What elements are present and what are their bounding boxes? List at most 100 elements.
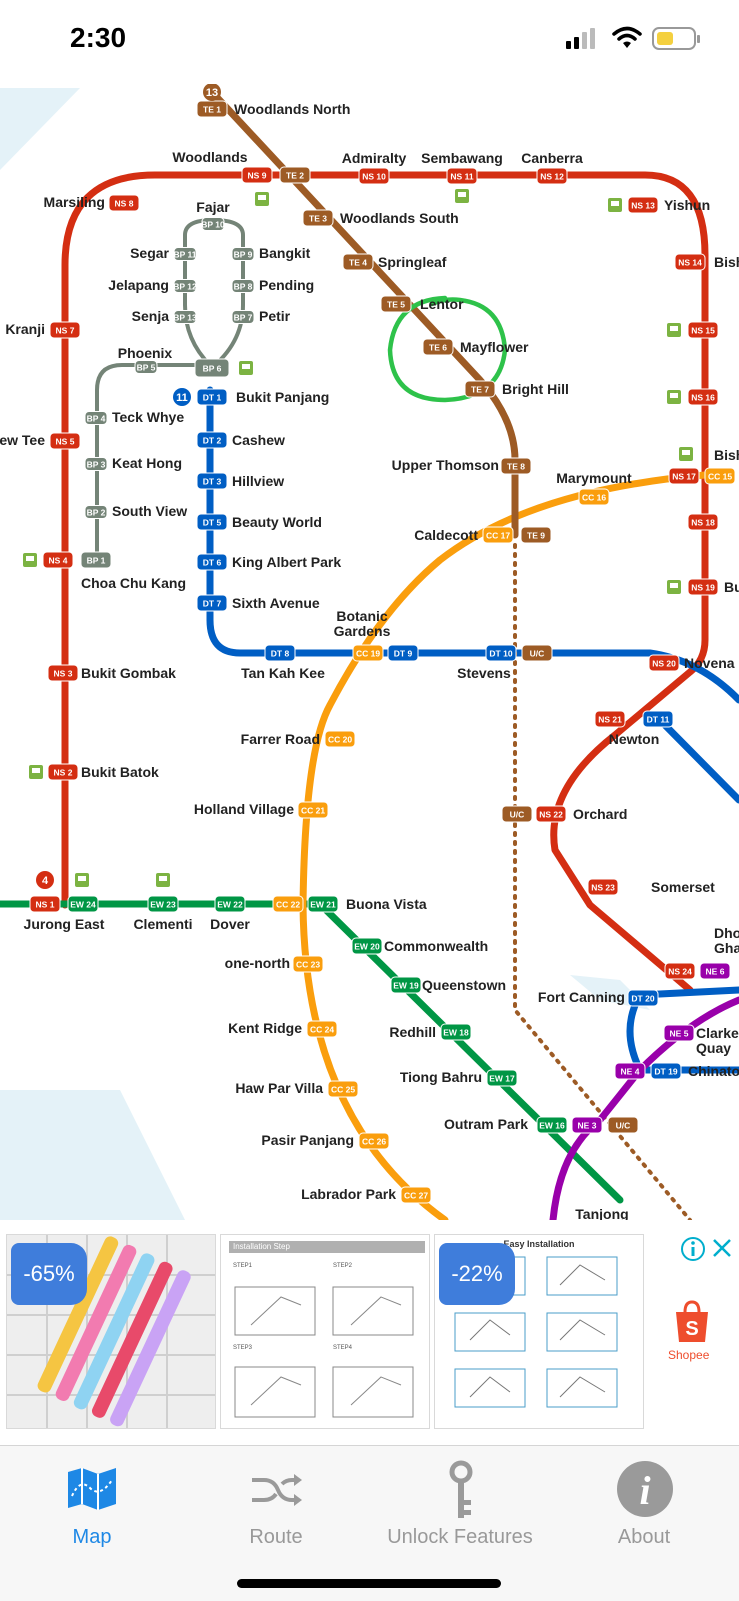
station-label-kranji[interactable]: Kranji <box>5 321 45 337</box>
shopee-logo-icon[interactable]: S <box>672 1300 712 1344</box>
station-code-bp9[interactable]: BP 9 <box>231 247 255 261</box>
station-label-chinatown[interactable]: Chinatown <box>688 1063 739 1079</box>
station-code-bp6[interactable]: BP 6 <box>194 358 230 378</box>
station-code-te5[interactable]: TE 5 <box>380 295 412 313</box>
station-label-queenstown[interactable]: Queenstown <box>422 977 506 993</box>
station-code-bp5[interactable]: BP 5 <box>134 360 158 374</box>
station-code-bp13[interactable]: BP 13 <box>173 310 197 324</box>
station-code-te2[interactable]: TE 2 <box>279 166 311 184</box>
station-code-te3[interactable]: TE 3 <box>302 209 334 227</box>
station-label-woodlands_north[interactable]: Woodlands North <box>234 101 350 117</box>
station-label-sembawang[interactable]: Sembawang <box>421 150 503 166</box>
station-label-outram_park[interactable]: Outram Park <box>444 1116 528 1132</box>
station-code-ew18[interactable]: EW 18 <box>440 1023 472 1041</box>
station-label-marymount[interactable]: Marymount <box>556 470 632 486</box>
station-code-cc17[interactable]: CC 17 <box>482 526 514 544</box>
station-code-cc24[interactable]: CC 24 <box>306 1020 338 1038</box>
station-code-dt9[interactable]: DT 9 <box>387 644 419 662</box>
station-code-ns2[interactable]: NS 2 <box>47 763 79 781</box>
station-label-choa_chu_kang[interactable]: Choa Chu Kang <box>81 575 186 591</box>
station-code-ns8[interactable]: NS 8 <box>108 194 140 212</box>
station-label-tan_kah_kee[interactable]: Tan Kah Kee <box>241 665 325 681</box>
station-label-king_albert_park[interactable]: King Albert Park <box>232 554 341 570</box>
station-code-bp12[interactable]: BP 12 <box>173 279 197 293</box>
station-code-te7[interactable]: TE 7 <box>464 380 496 398</box>
station-code-uc[interactable]: U/C <box>607 1116 639 1134</box>
station-label-teck_whye[interactable]: Teck Whye <box>112 409 184 425</box>
station-code-te1[interactable]: TE 1 <box>196 100 228 118</box>
station-code-ns23[interactable]: NS 23 <box>587 878 619 896</box>
station-label-yishun[interactable]: Yishun <box>664 197 710 213</box>
ad-product-1[interactable]: -65% <box>6 1234 216 1429</box>
station-code-ns3[interactable]: NS 3 <box>47 664 79 682</box>
station-code-bp2[interactable]: BP 2 <box>84 505 108 519</box>
station-code-cc20[interactable]: CC 20 <box>324 730 356 748</box>
station-code-cc22[interactable]: CC 22 <box>272 895 304 913</box>
station-code-bp7[interactable]: BP 7 <box>231 310 255 324</box>
station-code-bp8[interactable]: BP 8 <box>231 279 255 293</box>
station-code-ns5[interactable]: NS 5 <box>49 432 81 450</box>
station-code-ew17[interactable]: EW 17 <box>486 1069 518 1087</box>
station-code-bp1[interactable]: BP 1 <box>80 551 112 569</box>
station-label-bukit_panjang[interactable]: Bukit Panjang <box>236 389 329 405</box>
station-code-cc26[interactable]: CC 26 <box>358 1132 390 1150</box>
station-code-ew16[interactable]: EW 16 <box>536 1116 568 1134</box>
station-code-ne5[interactable]: NE 5 <box>663 1024 695 1042</box>
station-label-stevens[interactable]: Stevens <box>457 665 511 681</box>
station-label-jelapang[interactable]: Jelapang <box>108 277 169 293</box>
station-label-mayflower[interactable]: Mayflower <box>460 339 529 355</box>
station-code-ew23[interactable]: EW 23 <box>147 895 179 913</box>
station-code-te9[interactable]: TE 9 <box>520 526 552 544</box>
station-label-upper_thomson[interactable]: Upper Thomson <box>392 457 499 473</box>
station-code-ns16[interactable]: NS 16 <box>687 388 719 406</box>
station-label-senja[interactable]: Senja <box>132 308 170 324</box>
station-label-bishan[interactable]: Bishan <box>714 447 739 463</box>
station-label-fajar[interactable]: Fajar <box>196 199 230 215</box>
station-label-newton[interactable]: Newton <box>609 731 660 747</box>
station-code-dt19[interactable]: DT 19 <box>650 1062 682 1080</box>
station-code-ew19[interactable]: EW 19 <box>390 976 422 994</box>
station-label-orchard[interactable]: Orchard <box>573 806 627 822</box>
station-label-canberra[interactable]: Canberra <box>521 150 583 166</box>
station-code-ns17[interactable]: NS 17 <box>668 467 700 485</box>
station-label-kent_ridge[interactable]: Kent Ridge <box>228 1020 302 1036</box>
ad-product-2[interactable]: Installation Step STEP1 STEP2 STEP3 STEP… <box>220 1234 430 1429</box>
station-code-ew22[interactable]: EW 22 <box>214 895 246 913</box>
station-label-woodlands_south[interactable]: Woodlands South <box>340 210 459 226</box>
station-code-ns10[interactable]: NS 10 <box>358 167 390 185</box>
station-code-ew24[interactable]: EW 24 <box>67 895 99 913</box>
station-code-bp10[interactable]: BP 10 <box>201 217 225 231</box>
tab-unlock-features[interactable]: Unlock Features <box>368 1456 552 1556</box>
station-label-redhill[interactable]: Redhill <box>389 1024 436 1040</box>
station-label-labrador_park[interactable]: Labrador Park <box>301 1186 396 1202</box>
station-label-bukit_panjang[interactable]: Bukit Panjang <box>724 579 739 595</box>
station-code-te8[interactable]: TE 8 <box>500 457 532 475</box>
station-code-ns1[interactable]: NS 1 <box>29 895 61 913</box>
station-label-clementi[interactable]: Clementi <box>133 916 192 932</box>
station-code-uc[interactable]: U/C <box>521 644 553 662</box>
station-code-ns13[interactable]: NS 13 <box>627 196 659 214</box>
station-label-one_north[interactable]: one-north <box>225 955 290 971</box>
station-label-novena[interactable]: Novena <box>684 655 735 671</box>
station-code-cc19[interactable]: CC 19 <box>352 644 384 662</box>
station-code-ns12[interactable]: NS 12 <box>536 167 568 185</box>
station-code-ne6[interactable]: NE 6 <box>699 962 731 980</box>
ad-close-icon[interactable] <box>710 1236 734 1260</box>
station-label-sixth_avenue[interactable]: Sixth Avenue <box>232 595 320 611</box>
station-label-fort_canning[interactable]: Fort Canning <box>538 989 625 1005</box>
station-code-te4[interactable]: TE 4 <box>342 253 374 271</box>
station-code-dt3[interactable]: DT 3 <box>196 472 228 490</box>
station-label-haw_par_villa[interactable]: Haw Par Villa <box>235 1080 323 1096</box>
station-label-pasir_panjang[interactable]: Pasir Panjang <box>261 1132 354 1148</box>
station-code-cc23[interactable]: CC 23 <box>292 955 324 973</box>
station-label-south_view[interactable]: South View <box>112 503 187 519</box>
station-label-segar[interactable]: Segar <box>130 245 169 261</box>
tab-about[interactable]: i About <box>552 1456 736 1556</box>
station-code-ne3[interactable]: NE 3 <box>571 1116 603 1134</box>
station-label-bukit_gombak[interactable]: Bukit Gombak <box>81 665 176 681</box>
station-label-buona_vista[interactable]: Buona Vista <box>346 896 427 912</box>
station-label-holland_village[interactable]: Holland Village <box>194 801 294 817</box>
station-code-ew20[interactable]: EW 20 <box>351 937 383 955</box>
